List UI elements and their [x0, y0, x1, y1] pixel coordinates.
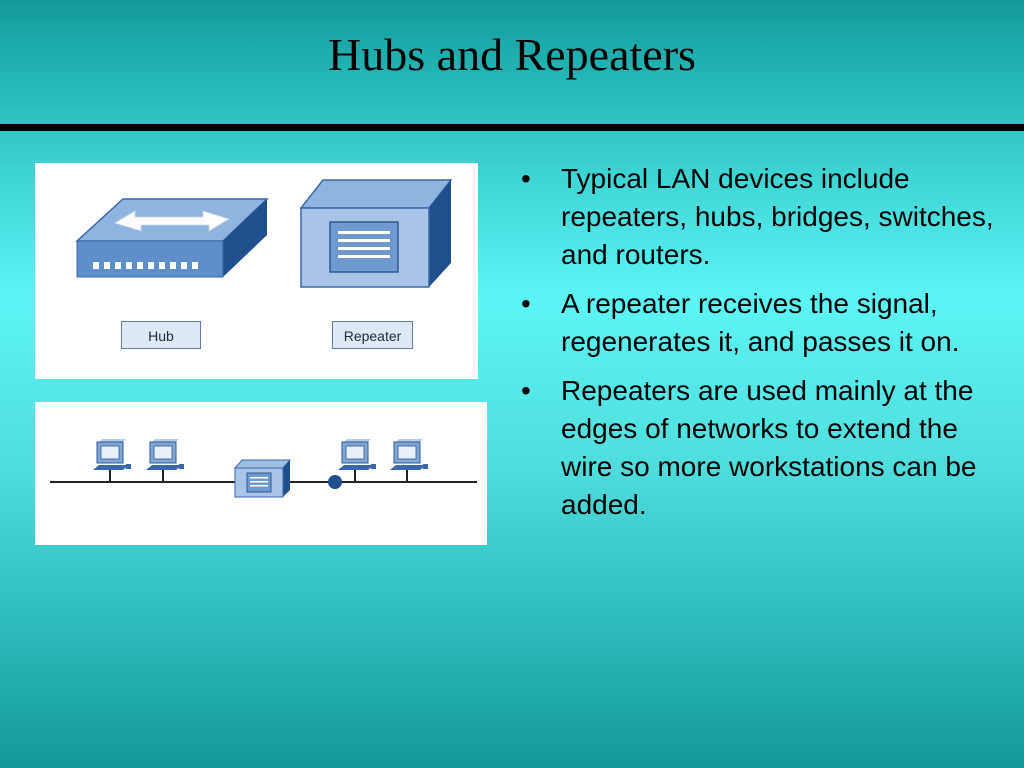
workstation-icon — [146, 439, 184, 470]
bullet-item: • Repeaters are used mainly at the edges… — [518, 372, 998, 524]
network-figure — [35, 402, 487, 545]
repeater-label: Repeater — [332, 321, 413, 349]
bullet-marker: • — [521, 375, 531, 406]
bullet-item: • Typical LAN devices include repeaters,… — [518, 160, 998, 274]
hub-label: Hub — [121, 321, 201, 349]
workstation-icon — [338, 439, 376, 470]
bullet-marker: • — [521, 163, 531, 194]
bullet-list: • Typical LAN devices include repeaters,… — [518, 160, 998, 535]
bullet-item: • A repeater receives the signal, regene… — [518, 285, 998, 361]
slide-title: Hubs and Repeaters — [328, 29, 696, 80]
bullet-text: A repeater receives the signal, regenera… — [561, 288, 960, 357]
devices-figure: Hub Repeater — [35, 163, 478, 379]
workstation-icon — [390, 439, 428, 470]
network-topology — [50, 439, 477, 498]
network-node-icon — [328, 475, 342, 489]
hub-icon — [75, 198, 269, 278]
repeater-icon — [299, 179, 453, 288]
title-divider — [0, 124, 1024, 131]
bullet-marker: • — [521, 288, 531, 319]
bullet-text: Typical LAN devices include repeaters, h… — [561, 163, 994, 270]
bullet-text: Repeaters are used mainly at the edges o… — [561, 375, 977, 520]
devices-illustration — [75, 179, 453, 288]
workstation-icon — [93, 439, 131, 470]
repeater-icon — [233, 459, 292, 498]
